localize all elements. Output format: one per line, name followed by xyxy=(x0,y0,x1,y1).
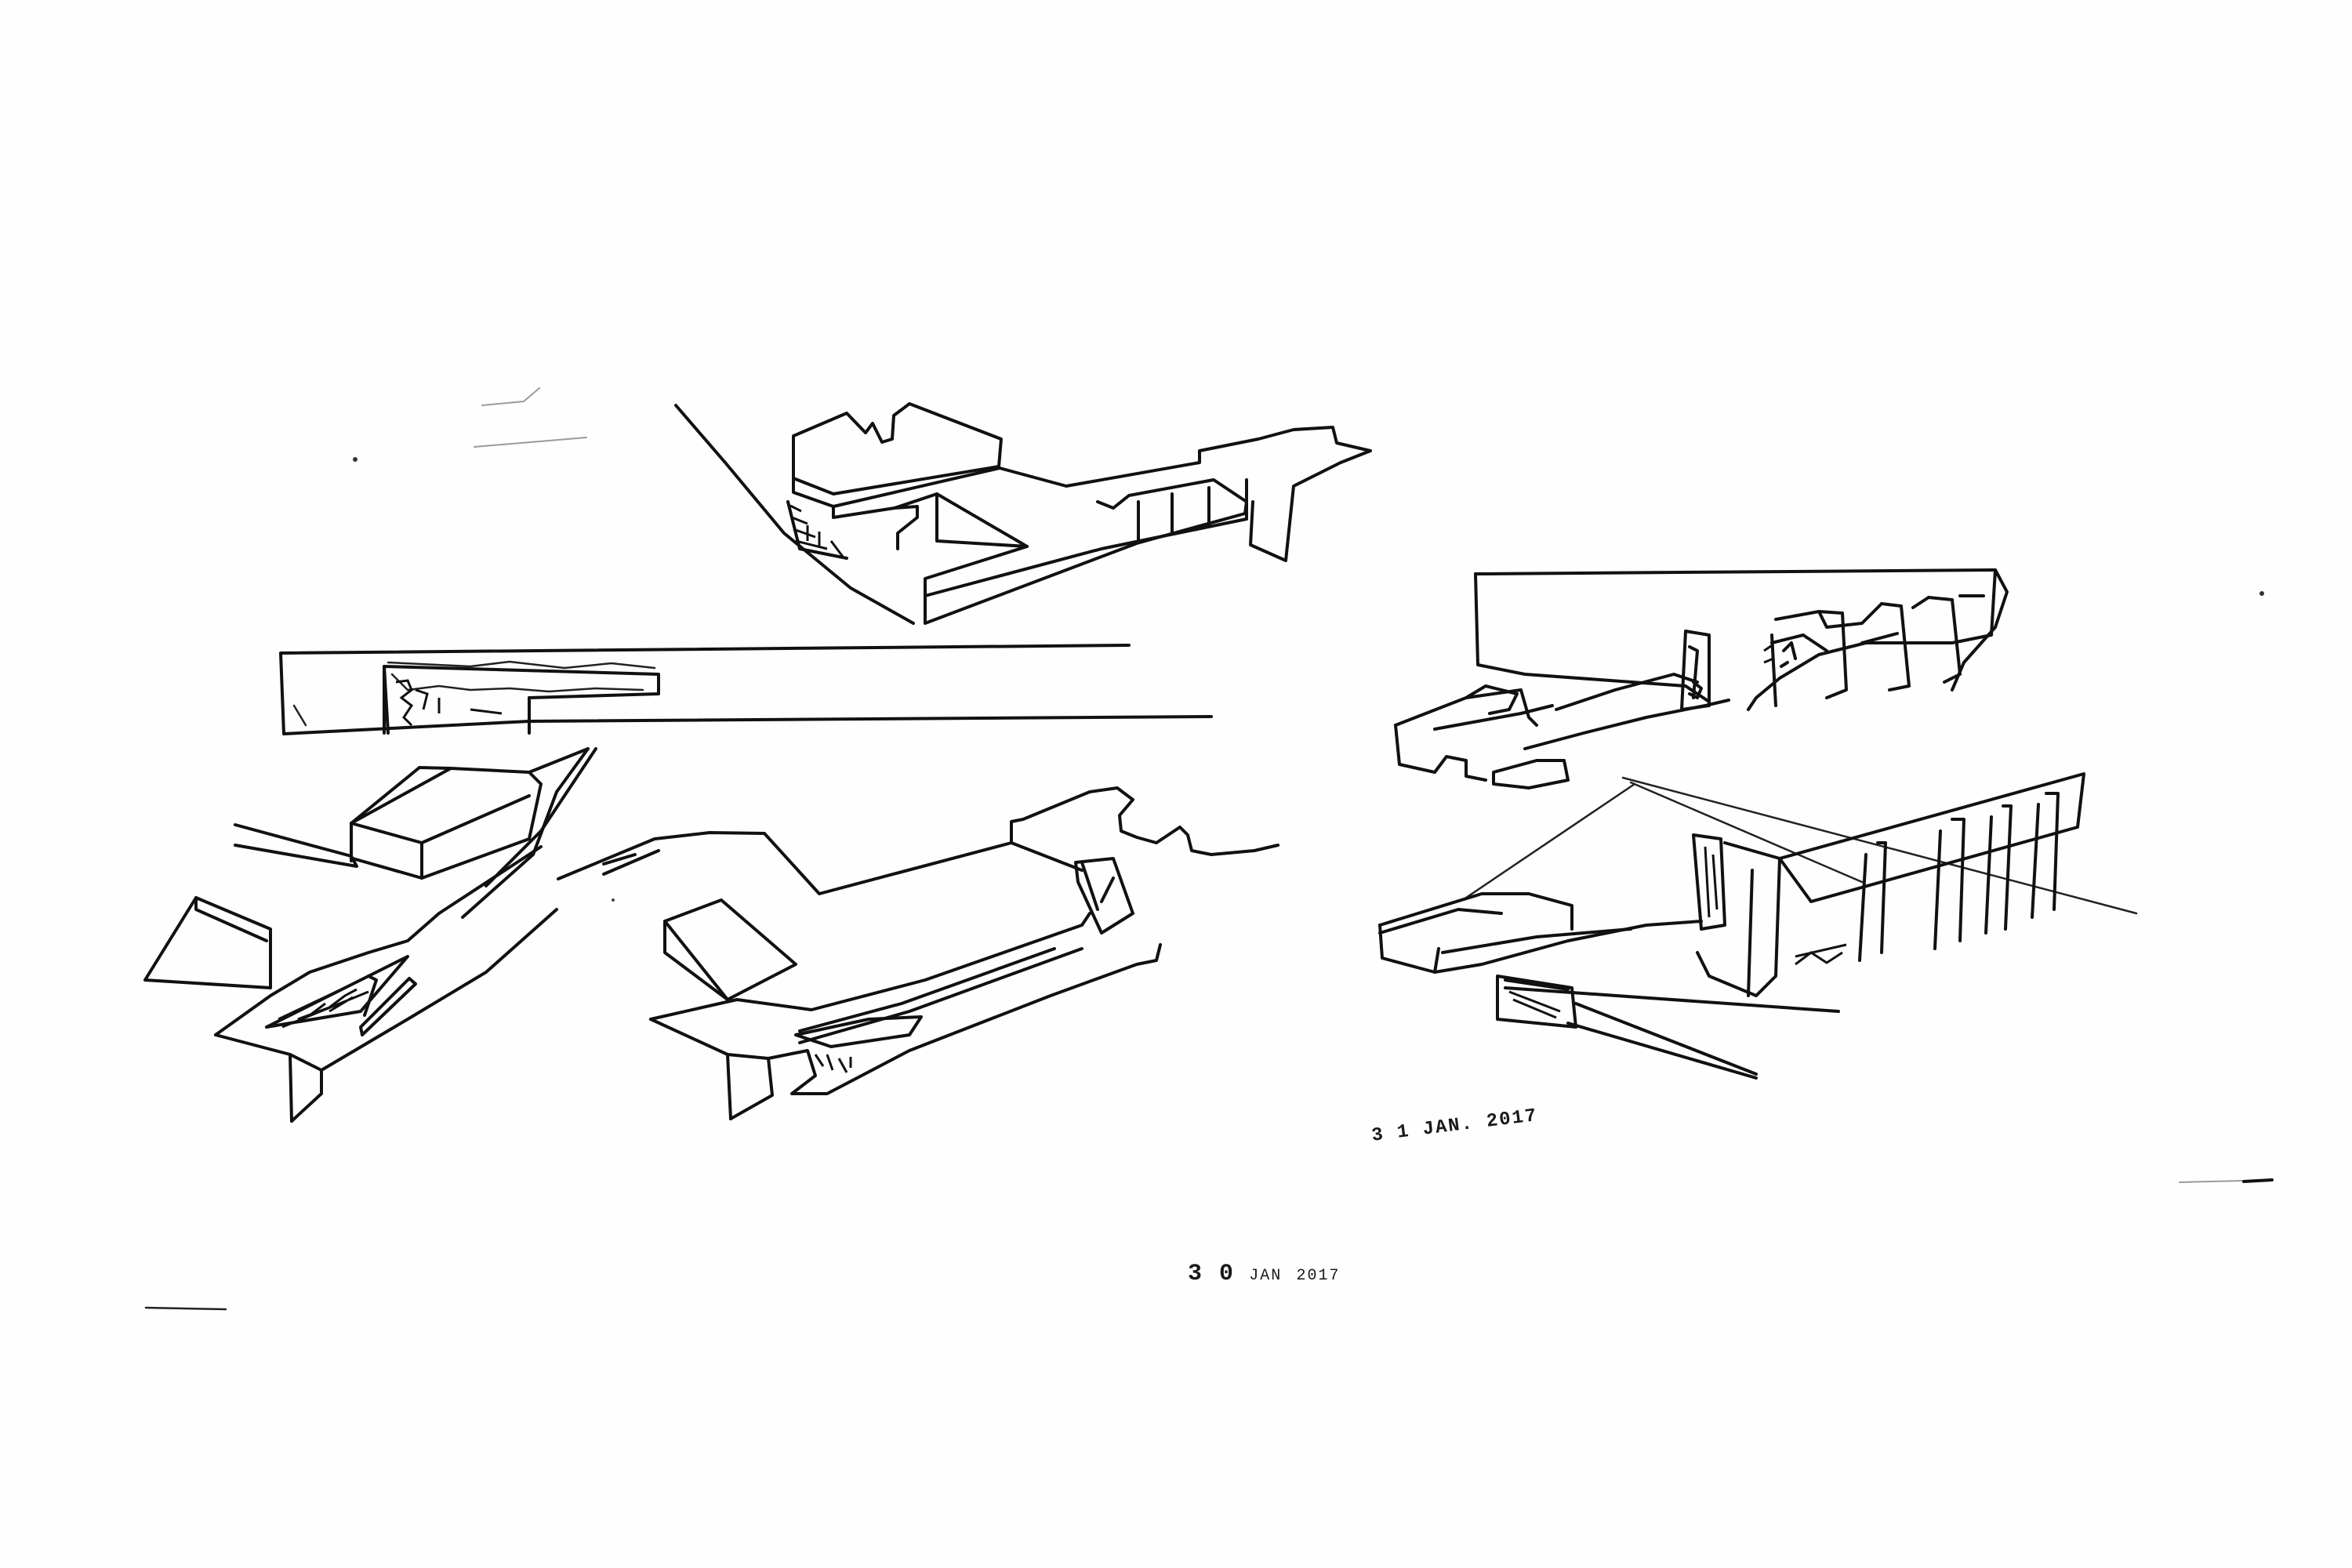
date-stamp-30-jan: 3 0 JAN 2017 xyxy=(1188,1261,1340,1287)
top-center-axonometric xyxy=(674,402,1372,625)
elongated-section-box xyxy=(279,644,1213,735)
stamp-day: 3 0 xyxy=(1188,1261,1236,1287)
stamp-year: 2017 xyxy=(1296,1267,1341,1285)
stamp-month: JAN xyxy=(1249,1267,1283,1285)
right-upper-axonometric xyxy=(1394,568,2009,789)
right-lower-axonometric xyxy=(1378,772,2138,1080)
stray-marks xyxy=(144,387,2274,1311)
lower-left-axonometric xyxy=(143,747,597,1123)
lower-center-axonometric xyxy=(557,786,1279,1120)
